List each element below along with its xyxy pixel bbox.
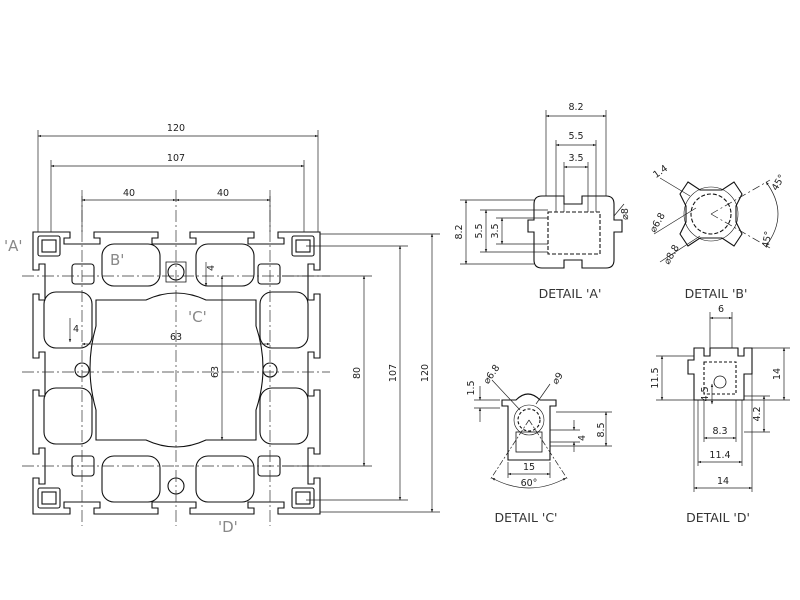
detail-c-dim-1-5: 1.5 [466,380,477,395]
dim-63-horizontal: 63 [170,332,182,343]
detail-a-dim-5-5-width: 5.5 [568,131,583,142]
detail-d-dim-4-2: 4.2 [752,406,763,421]
dim-63-vertical: 63 [210,366,221,378]
dim-107-vertical: 107 [388,364,399,382]
dim-107-horizontal: 107 [167,153,185,164]
dim-120-horizontal: 120 [167,123,185,134]
centerlines [22,190,330,526]
detail-b-angle-45-bottom: 45° [761,230,775,248]
detail-d-dim-11-5: 11.5 [650,367,661,388]
main-dimension-labels: 120 107 40 40 120 107 80 63 63 4 4 [73,123,431,382]
detail-c-angle-60: 60° [521,478,538,489]
dim-4-top: 4 [206,265,217,271]
dim-40-right: 40 [217,188,229,199]
dim-40-left: 40 [123,188,135,199]
callout-c: 'C' [188,308,207,326]
detail-a-dim-5-5-height: 5.5 [474,223,485,238]
detail-a: 8.2 5.5 3.5 8.2 5.5 3.5 ⌀8 DETAIL 'A' [454,102,631,301]
detail-b-angle-45-top: 45° [770,173,788,193]
detail-d: 6 11.5 14 4.2 4.5 8.3 11.4 14 DETAIL 'D' [650,304,790,525]
callout-d: 'D' [218,518,238,536]
detail-a-dim-3-5-width: 3.5 [568,153,583,164]
detail-a-dim-diameter-8: ⌀8 [620,208,631,220]
detail-d-dim-8-3: 8.3 [712,426,727,437]
detail-b-dim-diameter-8-8: ⌀8.8 [662,243,682,267]
detail-d-dim-11-4: 11.4 [709,450,730,461]
detail-c-dim-4: 4 [577,435,588,441]
detail-d-dim-4-5: 4.5 [700,386,711,401]
detail-c: 1.5 ⌀6.8 ⌀9 4 8.5 15 60° DETAIL 'C' [466,363,612,525]
detail-d-label: DETAIL 'D' [686,510,750,525]
detail-c-dim-15: 15 [523,462,535,473]
callout-a: 'A' [4,237,23,255]
detail-b-dim-1-4: 1.4 [651,163,670,181]
dim-80-vertical: 80 [352,367,363,379]
detail-b-label: DETAIL 'B' [685,286,748,301]
detail-a-label: DETAIL 'A' [539,286,602,301]
detail-b: 1.4 ⌀6.8 ⌀8.8 45° 45° DETAIL 'B' [648,163,788,301]
callout-b: B' [110,251,124,269]
detail-a-dim-8-2-height: 8.2 [454,224,465,239]
dim-120-vertical: 120 [420,364,431,382]
detail-c-dim-8-5: 8.5 [596,422,607,437]
detail-a-dim-8-2-width: 8.2 [568,102,583,113]
detail-c-dim-diameter-6-8: ⌀6.8 [481,363,502,386]
profile-cross-section [32,231,321,515]
detail-callouts: 'A' B' 'C' 'D' [4,237,238,536]
detail-c-dim-diameter-9: ⌀9 [550,371,566,387]
detail-a-dim-3-5-height: 3.5 [490,223,501,238]
detail-c-label: DETAIL 'C' [495,510,558,525]
detail-b-dim-diameter-6-8: ⌀6.8 [648,211,668,235]
detail-d-dim-14-vertical: 14 [772,368,783,380]
main-dimension-lines [37,130,440,513]
dim-4-left: 4 [73,324,79,335]
detail-d-dim-14-horizontal: 14 [717,476,729,487]
detail-d-dim-6: 6 [718,304,724,315]
